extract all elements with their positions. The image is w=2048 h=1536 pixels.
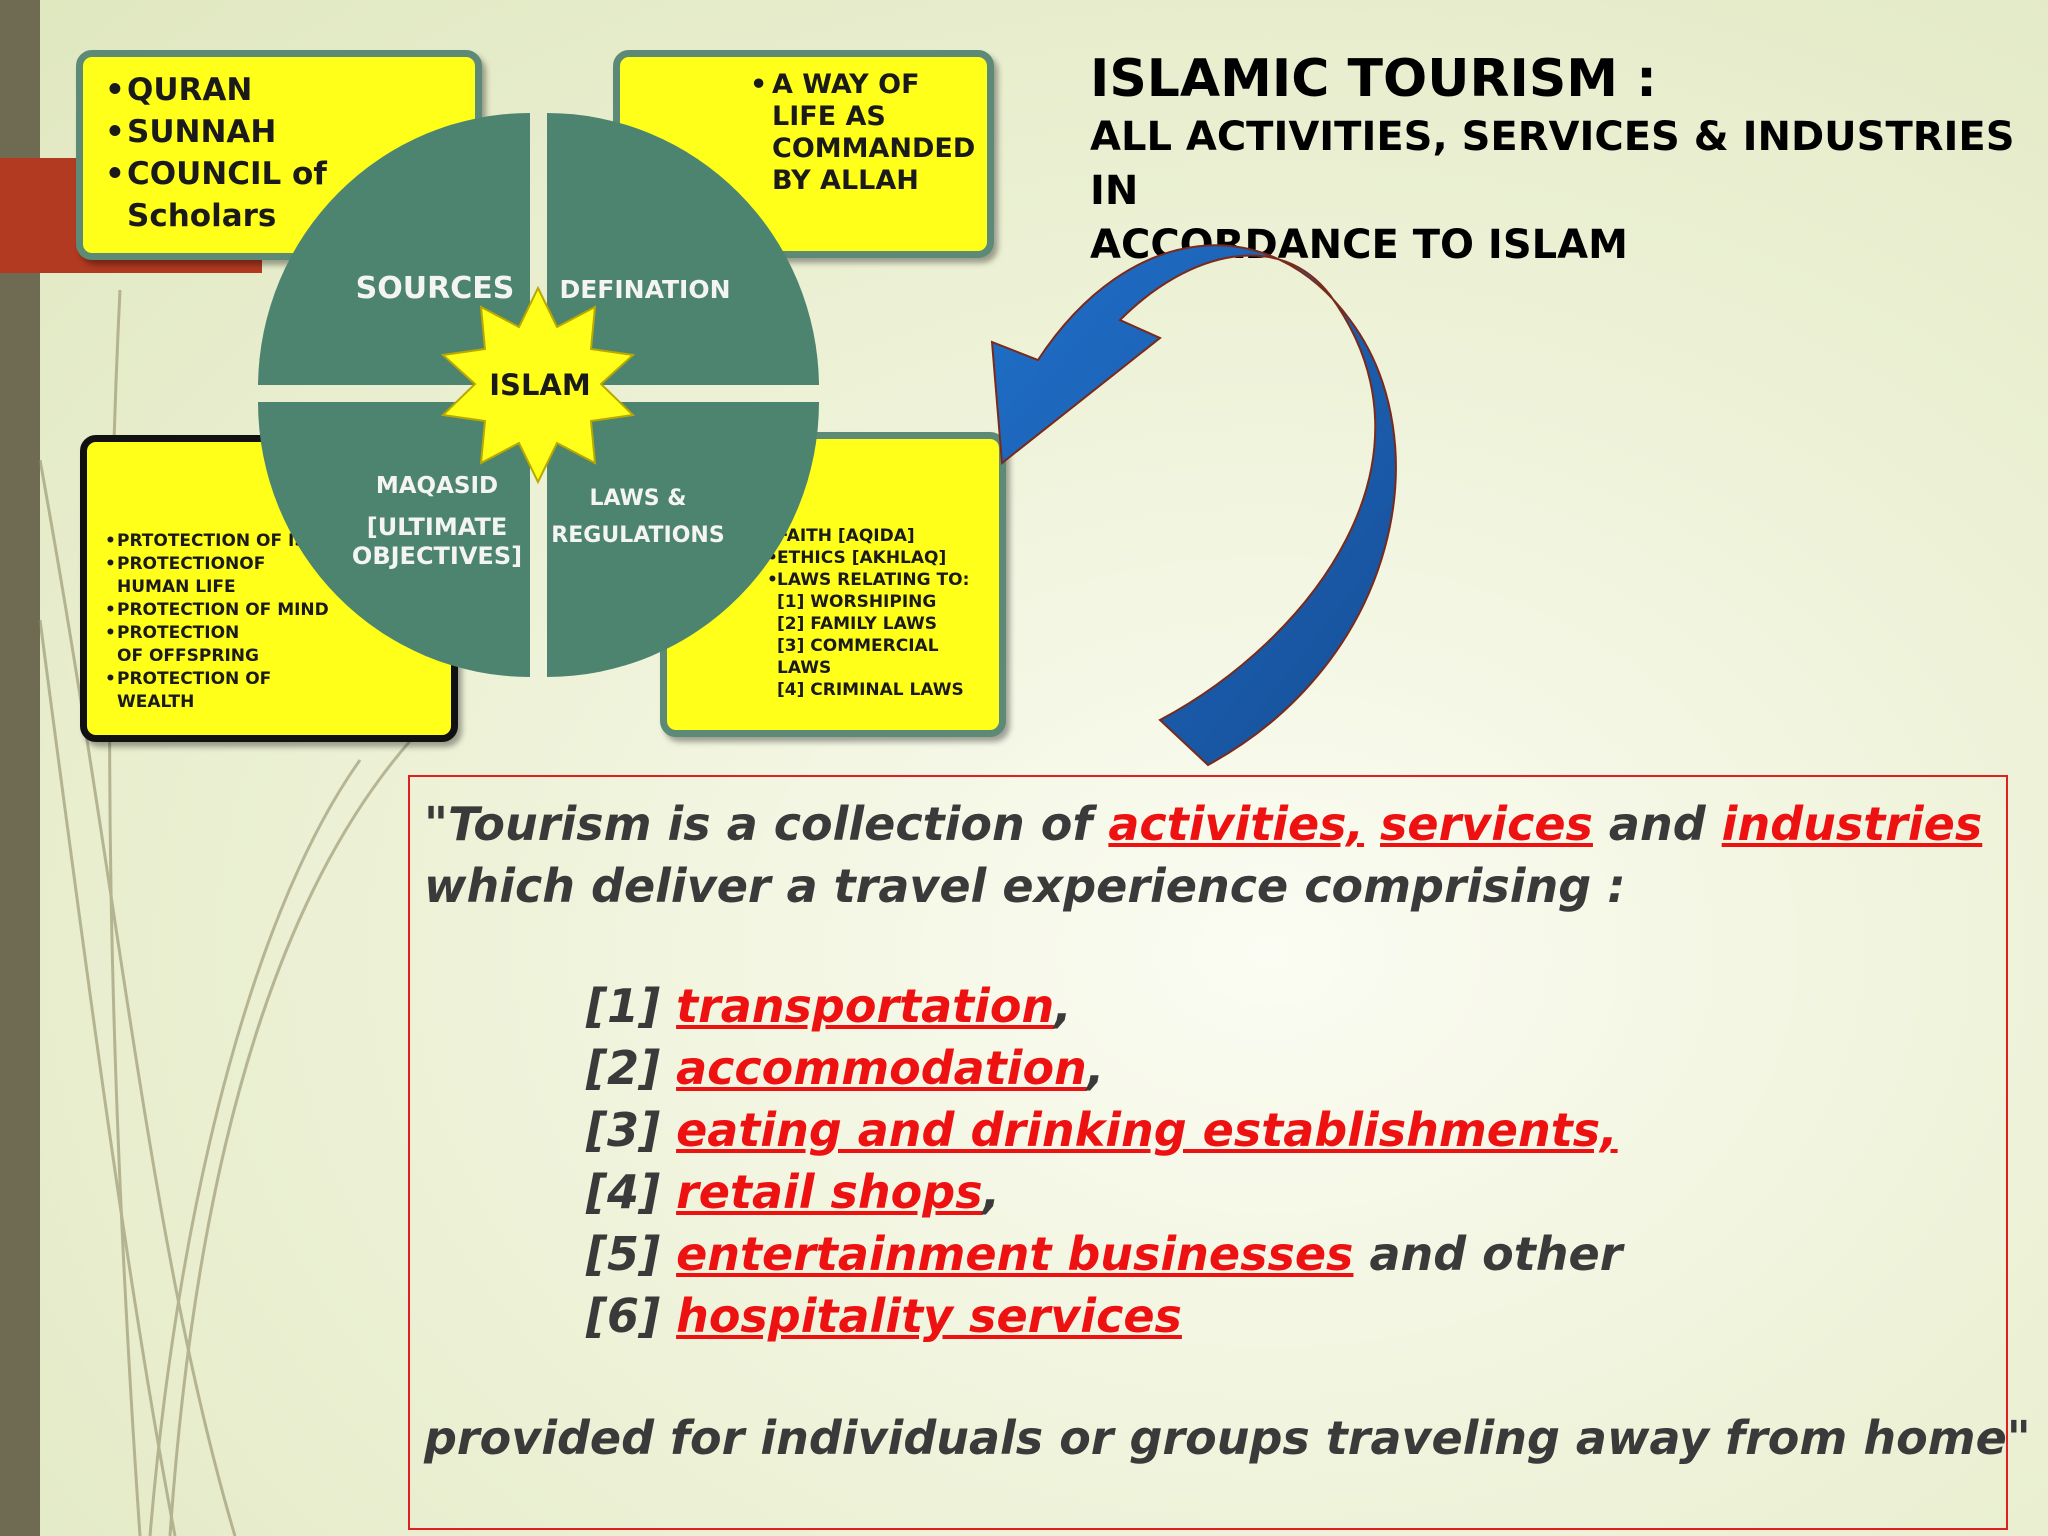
quote-line-2: which deliver a travel experience compri…: [424, 859, 1626, 913]
item-tail: and other: [1353, 1227, 1623, 1281]
arrow-body: [990, 244, 1397, 767]
wheel-label-maqasid-sub: [ULTIMATE: [367, 513, 507, 541]
islam-wheel: SOURCES DEFINATION ISLAM MAQASID [ULTIMA…: [258, 112, 819, 677]
highlight-activities: activities,: [1108, 797, 1365, 851]
definition-item: A WAY OF LIFE AS COMMANDED BY ALLAH: [750, 69, 977, 197]
item-highlight: entertainment businesses: [676, 1227, 1354, 1281]
wheel-label-maqasid: MAQASID: [376, 473, 498, 499]
laws-item: FAITH [AQIDA]: [777, 526, 915, 546]
tourism-components-list: [1] transportation, [2] accommodation, […: [586, 975, 1622, 1347]
item-number: [1]: [586, 979, 677, 1033]
item-tail: ,: [1086, 1041, 1105, 1095]
list-item: [1] transportation,: [586, 975, 1622, 1037]
quote-text: and: [1592, 797, 1722, 851]
list-item: [5] entertainment businesses and other: [586, 1223, 1622, 1285]
wheel-label-regulations: REGULATIONS: [551, 523, 724, 548]
quote-line-1: "Tourism is a collection of activities, …: [424, 793, 1982, 855]
item-tail: ,: [982, 1165, 1001, 1219]
source-item: SUNNAH: [105, 111, 475, 153]
wheel-label-definition: DEFINATION: [559, 275, 730, 304]
quote-closing: provided for individuals or groups trave…: [424, 1411, 2031, 1465]
list-item: [4] retail shops,: [586, 1161, 1622, 1223]
maqasid-item: PRTOTECTION OF ISLAM: [105, 530, 445, 553]
highlight-industries: industries: [1721, 797, 1983, 851]
item-tail: ,: [1054, 979, 1072, 1033]
item-number: [3]: [586, 1103, 677, 1157]
wheel-label-laws: LAWS &: [589, 486, 686, 511]
quadrant-definition: [547, 113, 819, 385]
wheel-label-sources: SOURCES: [356, 271, 515, 306]
item-highlight: accommodation: [676, 1041, 1087, 1095]
curved-arrow: [990, 244, 1397, 767]
page-title: ISLAMIC TOURISM :: [1090, 49, 1657, 109]
maqasid-item: PROTECTION OF WEALTH: [105, 668, 277, 714]
item-number: [4]: [586, 1165, 677, 1219]
quadrant-maqasid: [258, 402, 530, 677]
source-item: QURAN: [105, 69, 475, 111]
title-block: ISLAMIC TOURISM : ALL ACTIVITIES, SERVIC…: [1090, 48, 2030, 272]
quadrant-sources: [258, 112, 530, 385]
item-highlight: hospitality services: [676, 1289, 1182, 1343]
source-item: COUNCIL of Scholars: [105, 153, 327, 237]
item-number: [2]: [586, 1041, 677, 1095]
title-line-1: ALL ACTIVITIES, SERVICES & INDUSTRIES IN: [1090, 114, 2015, 214]
item-highlight: retail shops: [676, 1165, 983, 1219]
wheel-quadrants: [258, 112, 819, 677]
quote-text: "Tourism is a collection of: [424, 797, 1109, 851]
laws-item: [1] WORSHIPING [2] FAMILY LAWS [3] COMME…: [777, 592, 964, 700]
list-item: [3] eating and drinking establishments,: [586, 1099, 1622, 1161]
item-number: [5]: [586, 1227, 677, 1281]
maqasid-item: PROTECTIONOF HUMAN LIFE: [105, 553, 317, 599]
laws-item: ETHICS [AKHLAQ]: [767, 547, 993, 569]
maqasid-item: PROTECTION OF MIND: [105, 599, 445, 622]
item-highlight: transportation: [676, 979, 1055, 1033]
laws-item: LAWS RELATING TO:: [767, 569, 993, 591]
item-highlight: eating and drinking establishments,: [676, 1103, 1618, 1157]
item-number: [6]: [586, 1289, 677, 1343]
wheel-center-label: ISLAM: [489, 368, 590, 402]
wheel-label-maqasid-sub2: OBJECTIVES]: [352, 542, 522, 570]
quadrant-laws: [547, 402, 819, 677]
list-item: [6] hospitality services: [586, 1285, 1622, 1347]
list-item: [2] accommodation,: [586, 1037, 1622, 1099]
highlight-services: services: [1380, 797, 1593, 851]
islam-star: [440, 285, 636, 485]
tourism-definition-box: "Tourism is a collection of activities, …: [408, 775, 2031, 1530]
maqasid-item: PROTECTION OF OFFSPRING: [105, 622, 267, 668]
